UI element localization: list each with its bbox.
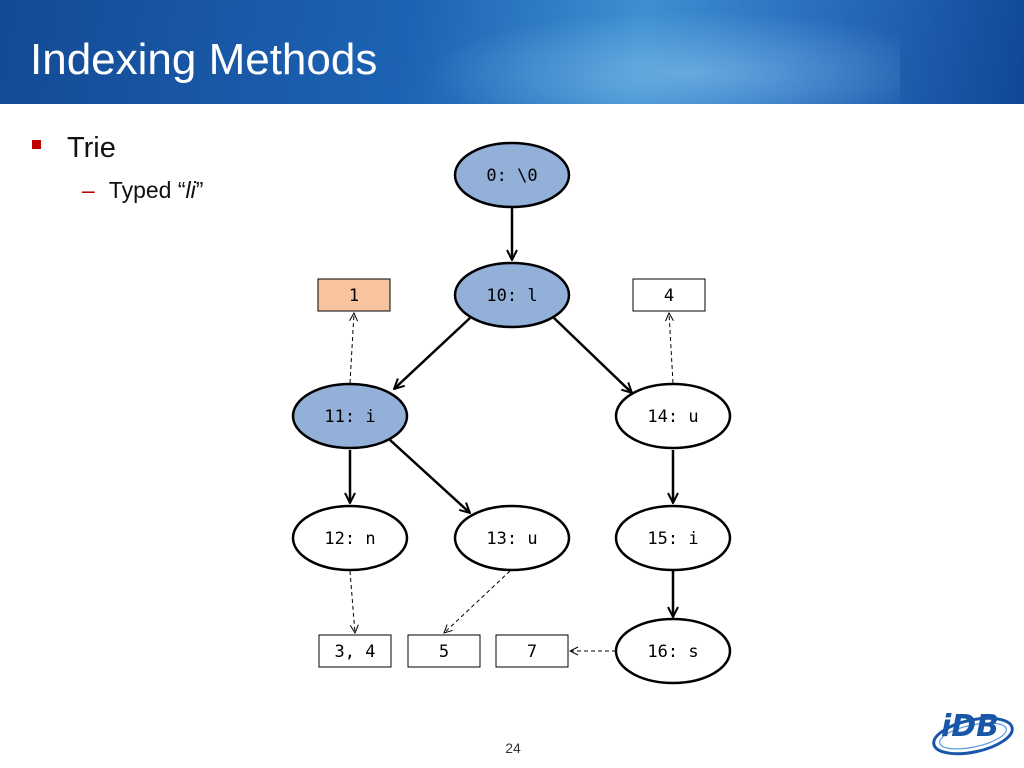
square-bullet-icon <box>32 139 41 149</box>
result-box-7: 7 <box>495 634 569 668</box>
trie-node-label: 15: i <box>647 529 698 549</box>
trie-node-12: 12: n <box>291 504 409 572</box>
trie-node-13: 13: u <box>453 504 571 572</box>
trie-node-label: 13: u <box>486 529 537 549</box>
trie-node-label: 12: n <box>324 529 375 549</box>
trie-node-label: 14: u <box>647 407 698 427</box>
trie-node-label: 10: l <box>486 286 537 306</box>
dash-bullet-icon: – <box>82 176 95 203</box>
trie-node-15: 15: i <box>614 504 732 572</box>
sub-bullet-suffix: ” <box>195 176 204 203</box>
sub-bullet-prefix: Typed “ <box>108 176 186 203</box>
edge-10-14 <box>553 317 632 393</box>
trie-node-14: 14: u <box>614 382 732 450</box>
slide-title: Indexing Methods <box>30 35 378 84</box>
pointer-13-box5 <box>444 570 511 633</box>
idb-logo-icon: iDB <box>932 709 1014 756</box>
page-number: 24 <box>505 740 521 756</box>
svg-text:iDB: iDB <box>941 709 999 744</box>
pointer-11-box1 <box>350 313 354 384</box>
result-box-4: 4 <box>632 278 706 312</box>
result-box-label: 1 <box>349 286 359 306</box>
result-box-1: 1 <box>317 278 391 312</box>
bullet-trie: Trie <box>32 130 116 166</box>
pointer-12-box34 <box>349 570 355 633</box>
trie-node-label: 11: i <box>324 407 375 427</box>
pointer-14-box4 <box>669 313 673 384</box>
sub-bullet-query: li <box>185 176 196 203</box>
result-box-label: 5 <box>439 642 449 662</box>
result-box-3-4: 3, 4 <box>318 634 392 668</box>
edge-10-11 <box>394 317 471 389</box>
title-bar: Indexing Methods <box>0 0 1024 104</box>
trie-node-16: 16: s <box>614 617 732 685</box>
trie-node-0: 0: \0 <box>453 141 571 209</box>
edge-11-13 <box>389 439 470 513</box>
trie-node-11: 11: i <box>291 382 409 450</box>
sub-bullet-typed: – Typed “li” <box>82 174 203 206</box>
result-box-label: 7 <box>527 642 537 662</box>
result-box-label: 3, 4 <box>335 642 376 662</box>
result-box-label: 4 <box>664 286 674 306</box>
trie-node-10: 10: l <box>453 261 571 329</box>
bullet-text: Trie <box>67 131 116 164</box>
trie-node-label: 0: \0 <box>486 166 537 186</box>
title-bar-glow <box>380 0 900 104</box>
trie-node-label: 16: s <box>647 642 698 662</box>
result-box-5: 5 <box>407 634 481 668</box>
